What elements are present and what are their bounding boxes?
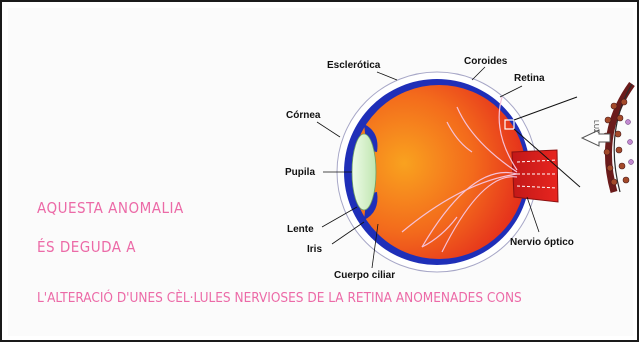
- zoom-line-top: [513, 96, 578, 121]
- label-retina: Retina: [514, 73, 545, 84]
- caption-line-1: AQUESTA ANOMALIA: [37, 199, 184, 217]
- label-ciliary-body: Cuerpo ciliar: [334, 270, 395, 281]
- light-arrow-icon: [580, 129, 611, 147]
- label-pupil: Pupila: [285, 167, 315, 178]
- optic-nerve-shape: [511, 149, 559, 203]
- leader-lines: [316, 66, 540, 269]
- label-sclera: Esclerótica: [327, 60, 381, 71]
- label-cornea: Córnea: [286, 110, 321, 121]
- caption-line-3: L'ALTERACIÓ D'UNES CÈL·LULES NERVIOSES D…: [37, 290, 522, 306]
- optic-nerve-fibers: [516, 159, 558, 189]
- retina-detail-box: [504, 119, 515, 130]
- lens-shape: [351, 133, 377, 211]
- retina-shape: [352, 85, 526, 259]
- label-lens: Lente: [287, 224, 314, 235]
- label-iris: Iris: [307, 244, 322, 255]
- label-optic-nerve: Nervio óptico: [510, 237, 574, 248]
- caption-line-2: ÉS DEGUDA A: [37, 238, 137, 256]
- retinal-vessels: [401, 96, 518, 253]
- light-label: LUZ: [592, 120, 599, 134]
- zoom-line-bottom: [513, 128, 581, 188]
- label-choroid: Coroides: [464, 56, 508, 67]
